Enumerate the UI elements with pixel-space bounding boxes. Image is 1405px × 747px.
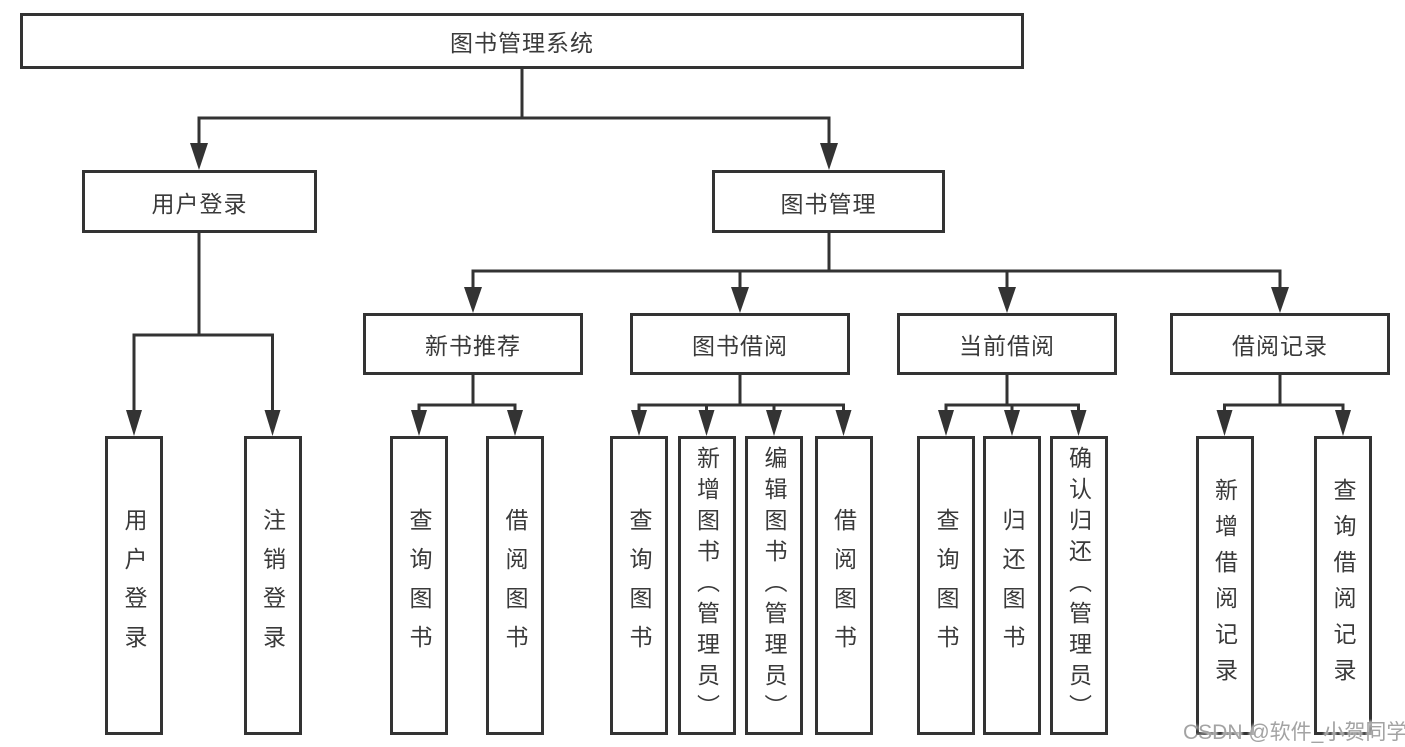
leaf-query-borrow-record: 查询借阅记录 [1314, 436, 1372, 735]
leaf-query-books-borrow: 查询图书 [610, 436, 668, 735]
leaf-logout: 注销登录 [243, 436, 302, 735]
leaf-query-books-current-label: 查询图书 [933, 507, 959, 664]
leaf-edit-books-admin: 编辑图书（管理员） [745, 436, 803, 735]
leaf-query-borrow-record-label: 查询借阅记录 [1330, 477, 1356, 694]
node-current-borrow: 当前借阅 [897, 313, 1117, 375]
node-borrow-record-label: 借阅记录 [1232, 333, 1328, 359]
leaf-query-books-borrow-label: 查询图书 [626, 507, 652, 664]
leaf-query-books-recommend-label: 查询图书 [406, 507, 432, 664]
node-book-management-label: 图书管理 [780, 190, 877, 217]
leaf-return-books-label: 归还图书 [999, 507, 1025, 664]
leaf-user-login: 用户登录 [105, 436, 163, 735]
node-system-root-label: 图书管理系统 [450, 30, 594, 56]
node-borrow-record: 借阅记录 [1170, 313, 1390, 375]
node-current-borrow-label: 当前借阅 [959, 333, 1055, 359]
leaf-borrow-books-label: 借阅图书 [830, 507, 857, 664]
leaf-add-borrow-record-label: 新增借阅记录 [1211, 477, 1238, 694]
leaf-query-books-current: 查询图书 [917, 436, 975, 735]
leaf-confirm-return-admin: 确认归还（管理员） [1049, 436, 1108, 735]
leaf-borrow-books-recommend-label: 借阅图书 [502, 507, 528, 664]
csdn-watermark: CSDN @软件_小贺同学 [1183, 721, 1405, 744]
node-book-borrow: 图书借阅 [630, 313, 850, 375]
leaf-add-books-admin: 新增图书（管理员） [677, 436, 736, 735]
node-new-book-recommend: 新书推荐 [363, 313, 583, 375]
leaf-user-login-label: 用户登录 [121, 507, 147, 664]
leaf-borrow-books-recommend: 借阅图书 [486, 436, 544, 735]
leaf-logout-label: 注销登录 [259, 507, 286, 664]
leaf-confirm-return-admin-label: 确认归还（管理员） [1065, 446, 1092, 725]
node-book-borrow-label: 图书借阅 [692, 333, 788, 359]
node-book-management: 图书管理 [712, 170, 945, 233]
node-system-root: 图书管理系统 [20, 13, 1024, 69]
node-user-login-label: 用户登录 [151, 190, 248, 217]
leaf-query-books-recommend: 查询图书 [390, 436, 448, 735]
node-new-book-recommend-label: 新书推荐 [425, 333, 521, 359]
leaf-return-books: 归还图书 [983, 436, 1041, 735]
leaf-borrow-books: 借阅图书 [814, 436, 873, 735]
leaf-edit-books-admin-label: 编辑图书（管理员） [761, 446, 787, 725]
node-user-login: 用户登录 [82, 170, 317, 233]
leaf-add-borrow-record: 新增借阅记录 [1195, 436, 1254, 735]
leaf-add-books-admin-label: 新增图书（管理员） [693, 446, 720, 725]
